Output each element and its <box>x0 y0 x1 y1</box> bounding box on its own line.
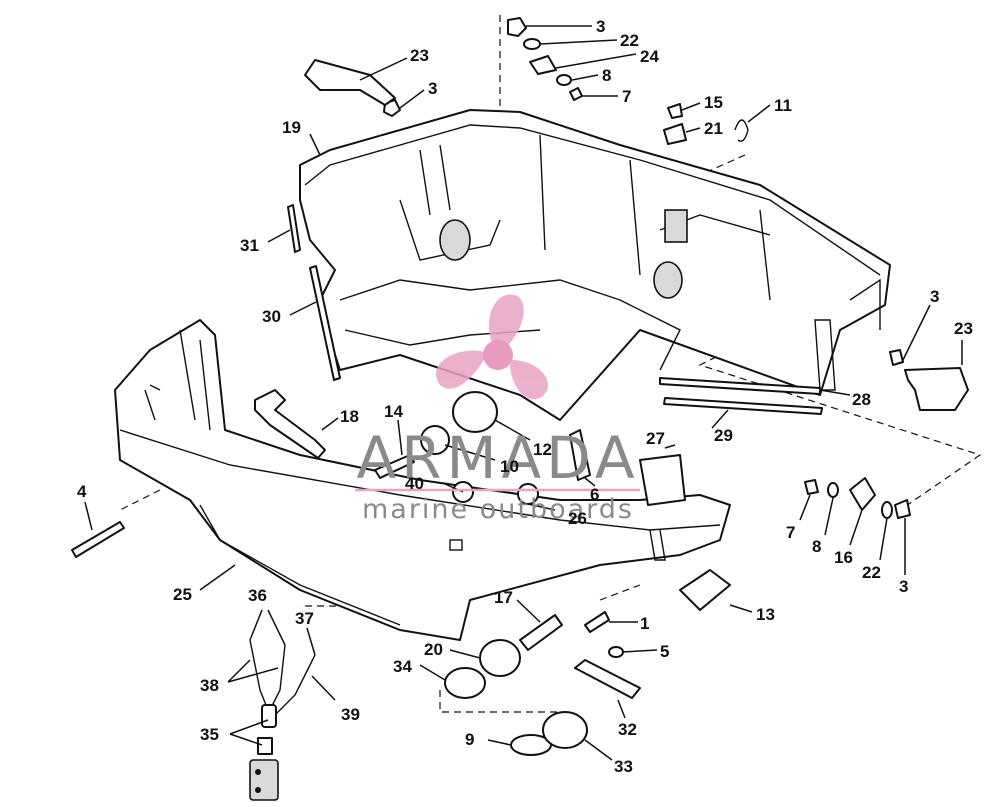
seal-strip-31 <box>287 204 301 253</box>
callout-3-top: 3 <box>596 17 605 36</box>
callout-17: 17 <box>494 588 513 607</box>
seal-strip-30 <box>309 265 341 381</box>
grommet-20 <box>479 639 521 677</box>
pin-17 <box>519 614 563 651</box>
callout-14: 14 <box>384 402 403 421</box>
callout-33: 33 <box>614 757 633 776</box>
bushing-34 <box>444 667 486 699</box>
callout-7-top: 7 <box>622 87 631 106</box>
callout-39: 39 <box>341 705 360 724</box>
handle-top <box>304 59 396 106</box>
callout-16: 16 <box>834 548 853 567</box>
callout-labels: 3 22 24 8 7 23 3 15 11 21 19 31 30 3 23 … <box>77 17 973 776</box>
bracket-27 <box>639 454 686 506</box>
callout-4: 4 <box>77 482 87 501</box>
propeller-blade-right <box>510 360 549 400</box>
callout-23-top: 23 <box>410 46 429 65</box>
callout-28: 28 <box>852 390 871 409</box>
callout-8-top: 8 <box>602 66 611 85</box>
callout-21: 21 <box>704 119 723 138</box>
propeller-hub <box>483 340 513 370</box>
callout-11: 11 <box>774 96 792 115</box>
callout-22-top: 22 <box>620 31 639 50</box>
callout-12: 12 <box>533 440 552 459</box>
callout-1: 1 <box>640 614 649 633</box>
callout-5: 5 <box>660 642 669 661</box>
callout-6: 6 <box>590 485 599 504</box>
leader-lines <box>84 25 963 761</box>
wire-harness <box>249 639 316 801</box>
callout-35: 35 <box>200 725 219 744</box>
callout-10: 10 <box>500 457 519 476</box>
propeller-blade-top <box>488 294 524 350</box>
callout-24: 24 <box>640 47 659 66</box>
link-32 <box>574 659 641 699</box>
callout-19: 19 <box>282 118 301 137</box>
callout-3-upper-left: 3 <box>428 79 437 98</box>
callout-29: 29 <box>714 426 733 445</box>
top-fasteners <box>383 17 749 145</box>
propeller-blade-left <box>436 350 485 389</box>
callout-18: 18 <box>340 407 359 426</box>
upper-cowl <box>299 109 891 421</box>
callout-3-lower-right: 3 <box>899 577 908 596</box>
callout-15: 15 <box>704 93 723 112</box>
clamp-33 <box>542 711 588 749</box>
callout-7-right: 7 <box>786 523 795 542</box>
callout-30: 30 <box>262 307 281 326</box>
callout-34: 34 <box>393 657 412 676</box>
callout-27: 27 <box>646 429 665 448</box>
seal-strip-29 <box>663 397 823 415</box>
callout-13: 13 <box>756 605 775 624</box>
mount-13 <box>679 569 731 611</box>
callout-25: 25 <box>173 585 192 604</box>
watermark-brand: ARMADA <box>356 424 639 492</box>
callout-38: 38 <box>200 676 219 695</box>
callout-40: 40 <box>405 474 424 493</box>
bolt-14 <box>374 454 415 479</box>
handle-right <box>904 367 969 411</box>
callout-8-right: 8 <box>812 537 821 556</box>
callout-9: 9 <box>465 730 474 749</box>
callout-37: 37 <box>295 609 314 628</box>
clip-6 <box>569 429 591 481</box>
watermark-tagline: marine outboards <box>362 494 634 525</box>
seal-18 <box>254 389 326 459</box>
callout-26: 26 <box>568 509 587 528</box>
callout-36: 36 <box>248 586 267 605</box>
armada-logo <box>436 294 549 400</box>
callout-3-right: 3 <box>930 287 939 306</box>
callout-23-right: 23 <box>954 319 973 338</box>
lower-cowl <box>114 319 731 641</box>
callout-31: 31 <box>240 236 259 255</box>
callout-22-right: 22 <box>862 563 881 582</box>
bolt-4 <box>71 521 125 558</box>
callout-32: 32 <box>618 720 637 739</box>
callout-20: 20 <box>424 640 443 659</box>
